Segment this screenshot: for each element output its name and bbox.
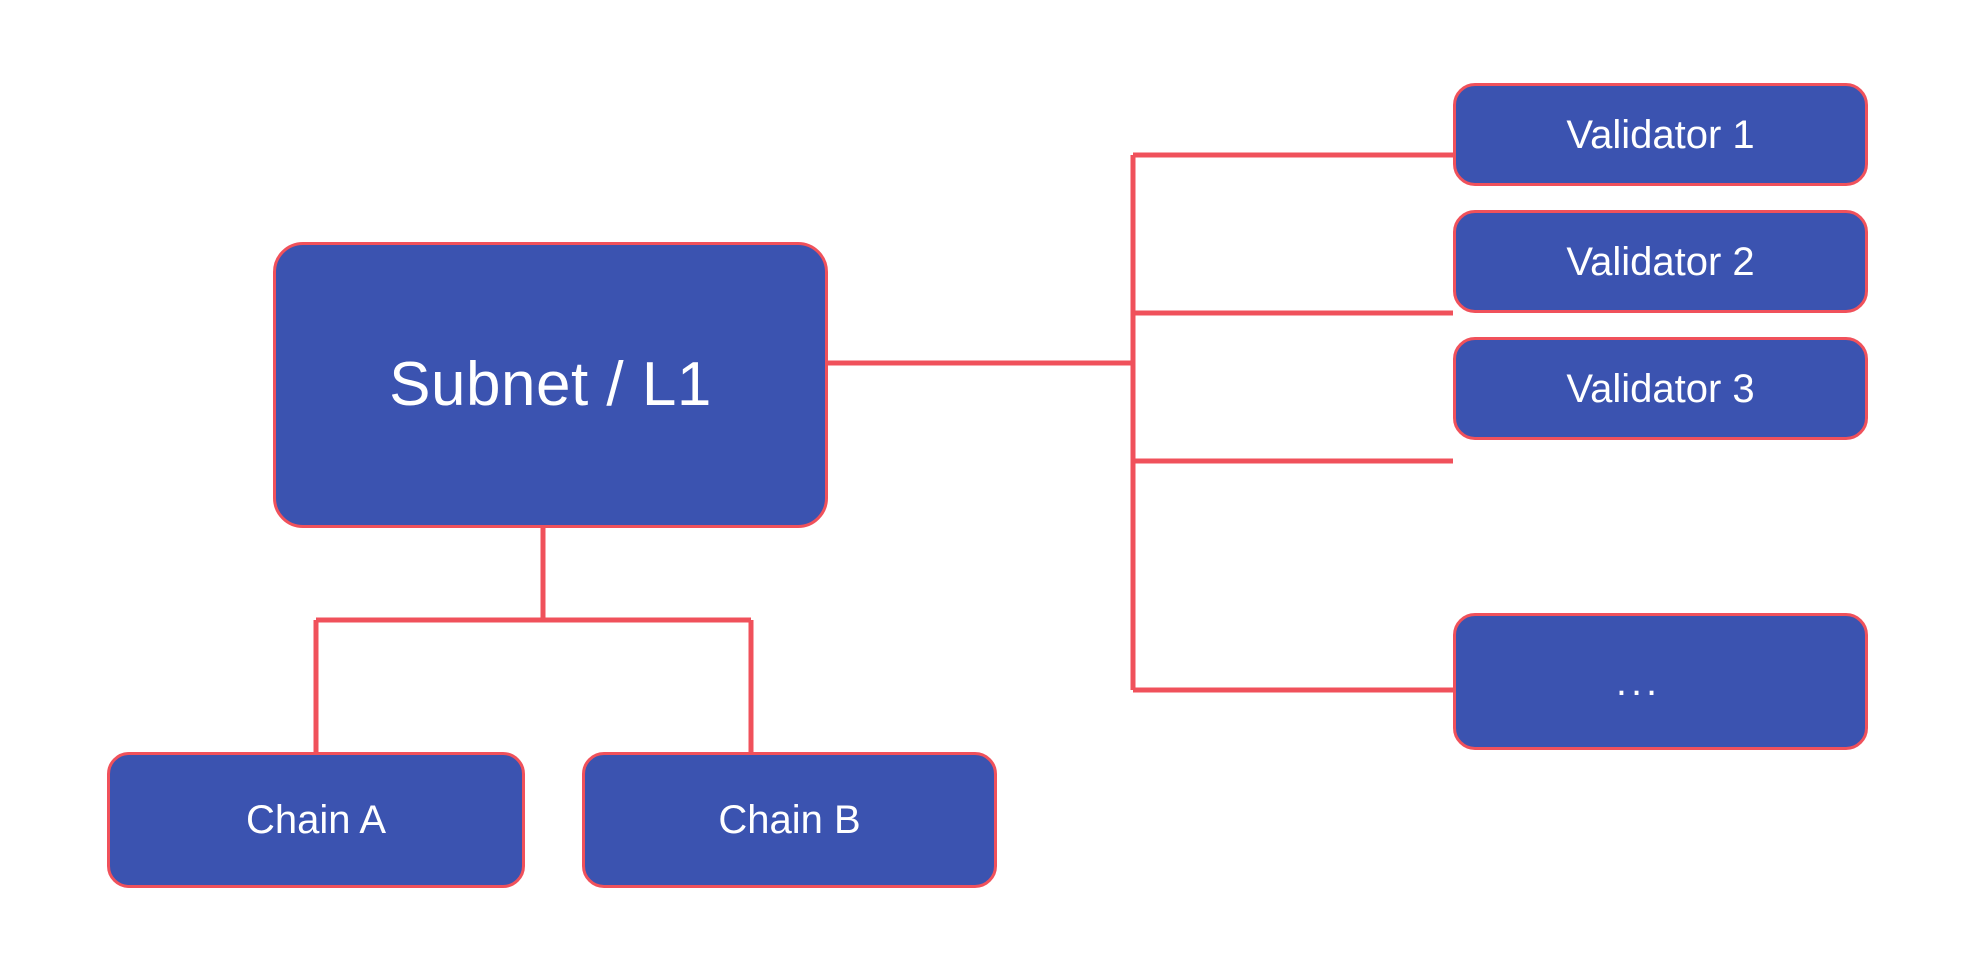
node-chain-a-label: Chain A (245, 798, 387, 842)
node-validator-3[interactable]: Validator 3 (1453, 337, 1868, 440)
node-validator-3-label: Validator 3 (1566, 366, 1755, 411)
node-validator-2-label: Validator 2 (1566, 239, 1755, 284)
node-validator-more[interactable]: ... (1453, 613, 1868, 750)
node-chain-b[interactable]: Chain B (582, 752, 997, 888)
node-validator-1-label: Validator 1 (1566, 112, 1755, 157)
node-chain-a[interactable]: Chain A (107, 752, 525, 888)
node-subnet-l1[interactable]: Subnet / L1 (273, 242, 828, 528)
node-subnet-l1-label: Subnet / L1 (389, 349, 712, 419)
node-validator-more-label: ... (1615, 659, 1662, 704)
node-validator-2[interactable]: Validator 2 (1453, 210, 1868, 313)
node-chain-b-label: Chain B (718, 798, 861, 842)
node-validator-1[interactable]: Validator 1 (1453, 83, 1868, 186)
